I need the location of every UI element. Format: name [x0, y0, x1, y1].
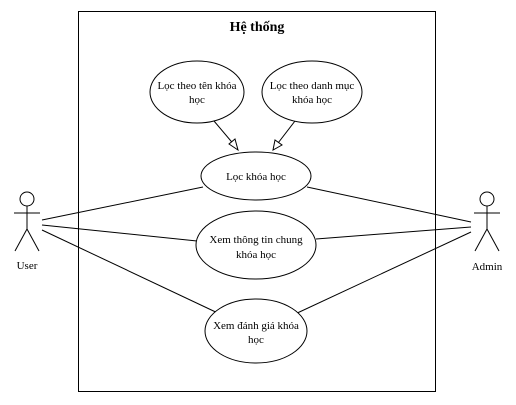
association-admin-filter-courses [306, 186, 472, 223]
actor-user-label: User [17, 260, 38, 272]
actor-admin-label: Admin [472, 261, 503, 273]
use-case-label-line2: học [189, 94, 205, 106]
association-user-view-course-reviews [41, 229, 223, 316]
use-case-label-line1: Xem thông tin chung [209, 234, 303, 246]
use-case-ellipse [204, 298, 308, 364]
association-admin-view-course-info [315, 226, 472, 240]
generalization-arrowhead-filter-by-name [228, 138, 239, 152]
stick-figure-icon [14, 191, 40, 252]
use-case-label-line2: khóa học [236, 249, 276, 261]
use-case-view-course-reviews[interactable]: Xem đánh giá khóa học [204, 298, 308, 364]
use-case-label-line1: Lọc theo danh mục [270, 80, 355, 92]
use-case-label-line2: khóa học [292, 94, 332, 106]
stick-figure-icon [474, 191, 500, 252]
actor-admin[interactable]: Admin [472, 191, 503, 273]
association-user-view-course-info [41, 224, 198, 242]
use-case-view-course-info[interactable]: Xem thông tin chung khóa học [195, 210, 317, 280]
use-case-ellipse [200, 151, 312, 201]
use-case-filter-by-category[interactable]: Lọc theo danh mục khóa học [261, 60, 363, 124]
actor-user[interactable]: User [14, 191, 40, 272]
use-case-ellipse [149, 60, 245, 124]
association-admin-view-course-reviews [292, 231, 472, 316]
use-case-label-line1: Lọc theo tên khóa [157, 80, 236, 92]
association-user-filter-courses [41, 186, 204, 221]
system-boundary [78, 11, 436, 392]
use-case-label-line2: học [248, 334, 264, 346]
use-case-ellipse [261, 60, 363, 124]
system-title: Hệ thống [230, 20, 285, 35]
generalization-arrowhead-filter-by-category [272, 139, 283, 151]
use-case-filter-by-name[interactable]: Lọc theo tên khóa học [149, 60, 245, 124]
use-case-ellipse [195, 210, 317, 280]
use-case-label-line1: Lọc khóa học [226, 171, 286, 183]
use-case-label-line1: Xem đánh giá khóa [213, 320, 299, 332]
use-case-filter-courses[interactable]: Lọc khóa học [200, 151, 312, 201]
